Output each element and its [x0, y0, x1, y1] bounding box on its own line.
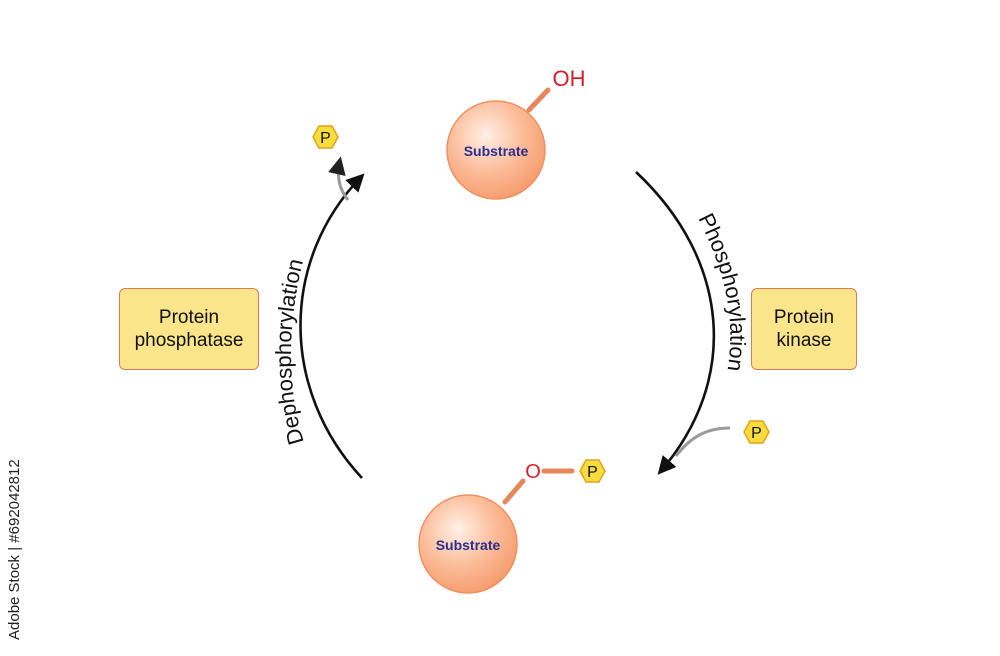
- incoming-phosphate-curve: [674, 426, 731, 457]
- oxygen-bond: [502, 478, 526, 505]
- stock-watermark: Adobe Stock | #692042812: [6, 459, 23, 640]
- incoming-phosphate: P: [743, 420, 770, 444]
- phosphorylation-arc: [635, 171, 716, 475]
- substrate-top: Substrate OH: [446, 66, 586, 200]
- substrate-bottom-label: Substrate: [436, 537, 501, 553]
- bound-phosphate: P: [579, 459, 606, 483]
- dephosphorylation-arc: [299, 173, 365, 479]
- oxygen-label: O: [525, 461, 541, 483]
- substrate-top-label: Substrate: [464, 143, 529, 159]
- substrate-top-sphere: [446, 100, 546, 200]
- dephosphorylation-arrow: Dephosphorylation P: [271, 125, 365, 479]
- bound-phosphate-hexagon: [579, 459, 606, 483]
- released-phosphate-curve: [328, 156, 350, 201]
- substrate-bottom-sphere: [418, 494, 518, 594]
- hydroxyl-label: OH: [553, 66, 586, 91]
- phosphorylation-label: Phosphorylation: [694, 209, 751, 373]
- released-phosphate-hexagon: [312, 125, 339, 149]
- protein-kinase-box: Protein kinase: [751, 288, 857, 370]
- incoming-phosphate-hexagon: [743, 420, 770, 444]
- protein-phosphatase-label: Protein phosphatase: [134, 307, 244, 351]
- bound-phosphate-label: P: [587, 464, 598, 481]
- protein-kinase-label: Protein kinase: [773, 307, 835, 351]
- released-phosphate-label: P: [320, 130, 331, 147]
- substrate-bottom: Substrate O P: [418, 459, 606, 594]
- hydroxyl-bond: [526, 87, 551, 113]
- phosphorylation-arrow: Phosphorylation P: [635, 171, 770, 475]
- incoming-phosphate-label: P: [751, 425, 762, 442]
- released-phosphate: P: [312, 125, 339, 149]
- protein-phosphatase-box: Protein phosphatase: [119, 288, 259, 370]
